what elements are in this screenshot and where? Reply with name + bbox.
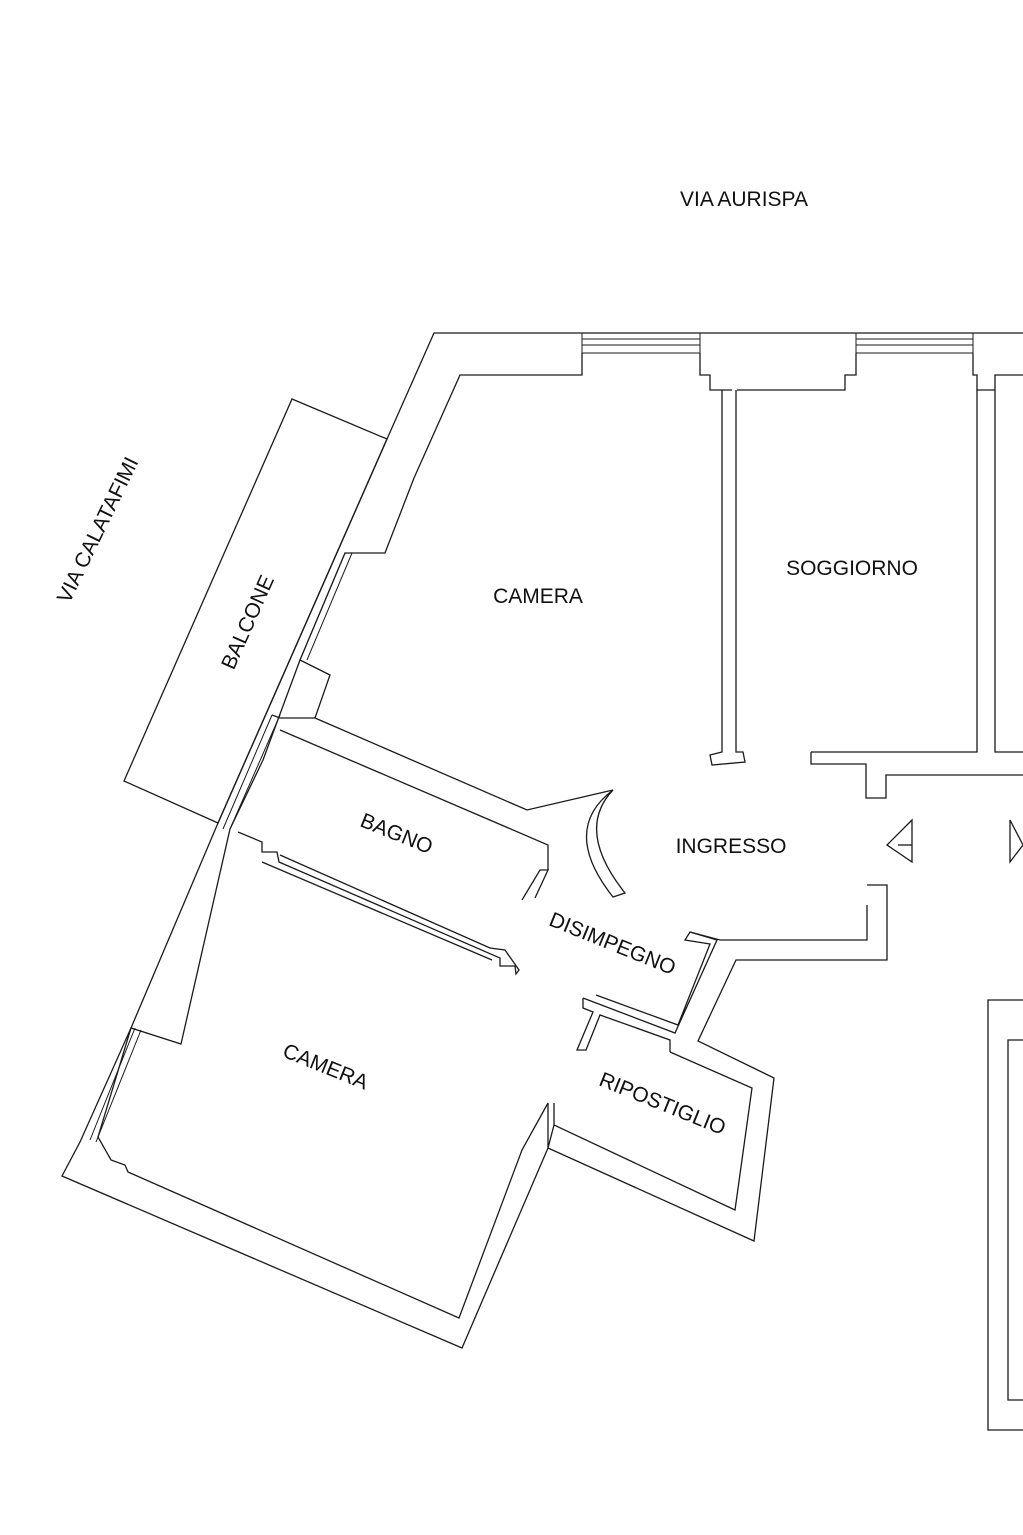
room-labels: CAMERA SOGGIORNO BALCONE BAGNO INGRESSO … (217, 557, 918, 1140)
pier-north-right (737, 353, 857, 391)
jamb-west (271, 659, 331, 719)
room-label-bagno: BAGNO (357, 809, 436, 859)
wall-bagno-camera (237, 831, 520, 976)
window-soggiorno (855, 333, 974, 354)
wall-bagno-top (279, 729, 549, 870)
wall-bagno-door-stub (521, 869, 550, 901)
room-label-ripostiglio: RIPOSTIGLIO (596, 1068, 729, 1140)
stair-structure (987, 999, 1023, 1431)
exterior-wall-outer (61, 332, 1023, 1349)
door-swing-bagno (585, 789, 627, 898)
pier-east (972, 353, 1023, 391)
pier-north (699, 353, 732, 391)
doors (585, 789, 1023, 898)
wall-soggiorno-ingresso-lower (810, 752, 1023, 799)
north-windows (581, 333, 1023, 391)
street-label-via-calatafimi: VIA CALATAFIMI (53, 454, 143, 607)
room-label-soggiorno: SOGGIORNO (786, 557, 918, 580)
stair-inner (1007, 1039, 1023, 1401)
wall-camera-south-top (261, 861, 493, 961)
wall-camera-south-jamb (547, 1103, 555, 1149)
room-label-camera-north: CAMERA (493, 585, 583, 608)
room-label-ingresso: INGRESSO (676, 835, 787, 858)
stair-outer (987, 999, 1023, 1431)
street-label-via-aurispa: VIA AURISPA (680, 188, 808, 211)
door-arrow-east (1009, 819, 1023, 864)
exterior-wall-inner (97, 353, 583, 1319)
wall-camera-bagno (314, 717, 614, 811)
exterior-walls (61, 332, 1023, 1349)
exterior-wall-inner-ingresso (689, 905, 868, 941)
wall-camera-soggiorno (709, 390, 746, 766)
wall-disimpegno-ripostiglio (582, 931, 718, 1034)
exterior-wall-inner-ripostiglio (553, 1051, 753, 1211)
door-arrow-ingresso (885, 818, 913, 864)
room-label-balcone: BALCONE (217, 572, 279, 673)
interior-walls (237, 390, 1023, 1149)
wall-ripostiglio-left (576, 998, 671, 1052)
room-label-disimpegno: DISIMPEGNO (546, 908, 679, 980)
room-label-camera-south: CAMERA (279, 1039, 371, 1094)
wall-east-partition (994, 390, 1023, 753)
window-camera-north (581, 333, 701, 354)
wall-soggiorno-ingresso (811, 390, 978, 753)
